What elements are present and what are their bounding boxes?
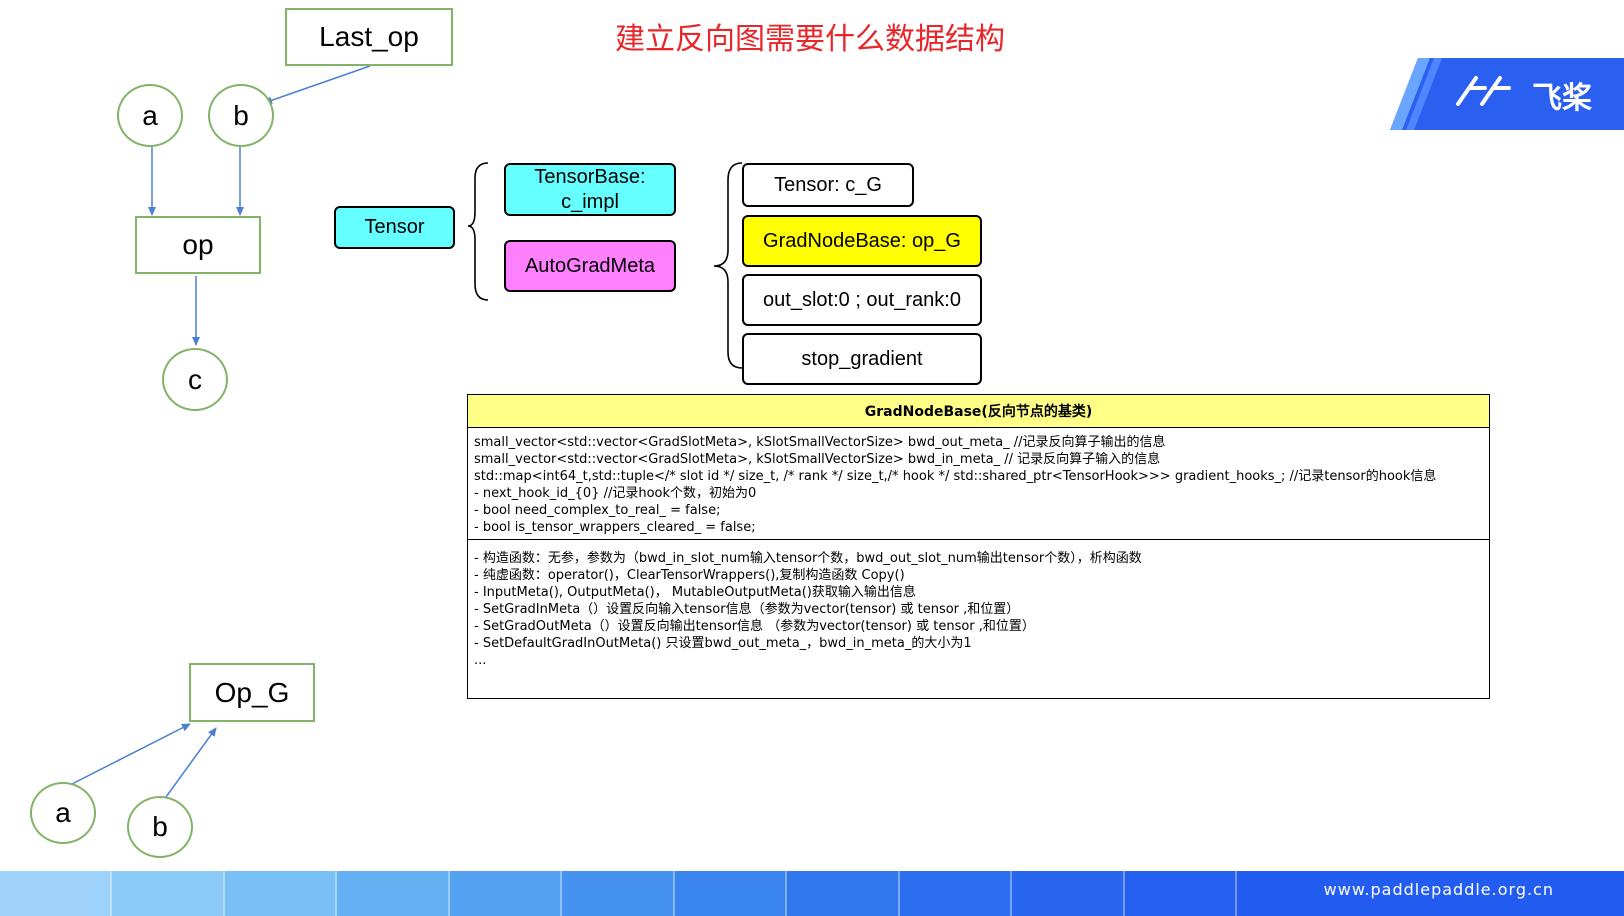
footer-segment <box>899 871 1013 916</box>
tensor-box: Tensor <box>334 206 455 249</box>
method-line: - 纯虚函数：operator()，ClearTensorWrappers(),… <box>474 568 905 583</box>
footer-band <box>0 871 1624 916</box>
class-header: GradNodeBase(反向节点的基类) <box>468 395 1489 428</box>
footer-segment <box>1124 871 1238 916</box>
tensor-base-box: TensorBase: c_impl <box>504 163 676 216</box>
member-line: - next_hook_id_{0} //记录hook个数，初始为0 <box>474 486 757 501</box>
field-stop-gradient-label: stop_gradient <box>801 347 923 370</box>
method-line: - 构造函数：无参，参数为（bwd_in_slot_num输入tensor个数，… <box>474 551 1142 566</box>
node-b-bottom-label: b <box>152 811 168 842</box>
footer-segment <box>562 871 675 916</box>
autograd-meta-label: AutoGradMeta <box>524 254 656 277</box>
method-line: ... <box>474 653 487 668</box>
paddle-logo-icon <box>1390 58 1624 130</box>
field-grad-node-label: GradNodeBase: op_G <box>763 229 961 252</box>
field-slot-rank: out_slot:0 ; out_rank:0 <box>742 274 982 326</box>
edge-b-opg <box>165 727 217 798</box>
footer-url: www.paddlepaddle.org.cn <box>1323 880 1554 899</box>
node-a-bottom: a <box>30 782 96 844</box>
footer-segment <box>674 871 788 916</box>
node-a-label: a <box>142 99 158 131</box>
class-members: small_vector<std::vector<GradSlotMeta>, … <box>468 428 1489 540</box>
field-grad-node: GradNodeBase: op_G <box>742 215 982 267</box>
member-line: - bool is_tensor_wrappers_cleared_ = fal… <box>474 520 756 535</box>
autograd-meta-box: AutoGradMeta <box>504 240 676 292</box>
node-op: op <box>135 216 261 274</box>
slide-title: 建立反向图需要什么数据结构 <box>615 22 1005 57</box>
class-methods: - 构造函数：无参，参数为（bwd_in_slot_num输入tensor个数，… <box>468 540 1489 675</box>
footer-segment <box>1237 871 1624 916</box>
footer-segment <box>112 871 225 916</box>
member-line: std::map<int64_t,std::tuple</* slot id *… <box>474 469 1437 484</box>
brace-meta <box>713 162 743 369</box>
footer-segment <box>787 871 900 916</box>
member-line: small_vector<std::vector<GradSlotMeta>, … <box>474 452 1161 467</box>
member-line: small_vector<std::vector<GradSlotMeta>, … <box>474 435 1166 450</box>
field-slot-rank-label: out_slot:0 ; out_rank:0 <box>763 288 961 311</box>
gradnodebase-class-box: GradNodeBase(反向节点的基类) small_vector<std::… <box>467 394 1490 699</box>
paddle-logo: 飞桨 <box>1390 58 1624 130</box>
brace-tensor <box>467 162 489 301</box>
field-stop-gradient: stop_gradient <box>742 333 982 385</box>
field-tensor-cg-label: Tensor: c_G <box>774 173 882 196</box>
tensor-label: Tensor <box>364 216 425 238</box>
tensor-base-line1: TensorBase: <box>534 165 646 188</box>
footer-segment <box>0 871 113 916</box>
member-line: - bool need_complex_to_real_ = false; <box>474 503 721 518</box>
node-b-label: b <box>233 99 249 131</box>
node-last-op: Last_op <box>285 8 453 66</box>
footer-segment <box>1012 871 1125 916</box>
node-a: a <box>117 84 183 147</box>
method-line: - SetGradInMeta（）设置反向输入tensor信息（参数为vecto… <box>474 602 1020 617</box>
node-op-label: op <box>182 229 214 260</box>
method-line: - InputMeta(), OutputMeta()， MutableOutp… <box>474 585 916 600</box>
node-c-label: c <box>188 363 202 395</box>
footer-segment <box>337 871 450 916</box>
method-line: - SetDefaultGradInOutMeta() 只设置bwd_out_m… <box>474 636 972 651</box>
node-op-g-label: Op_G <box>214 676 290 708</box>
edge-lastop-b <box>263 65 371 105</box>
node-op-g: Op_G <box>189 663 315 722</box>
node-b-bottom: b <box>127 796 193 858</box>
edge-a-opg <box>65 723 191 788</box>
field-tensor-cg: Tensor: c_G <box>742 163 914 207</box>
footer-segment <box>224 871 338 916</box>
node-c: c <box>162 348 228 411</box>
tensor-base-line2: c_impl <box>561 190 619 213</box>
node-last-op-label: Last_op <box>319 21 419 52</box>
method-line: - SetGradOutMeta（）设置反向输出tensor信息 （参数为vec… <box>474 619 1035 634</box>
node-b: b <box>208 84 274 147</box>
node-a-bottom-label: a <box>55 797 71 828</box>
logo-text: 飞桨 <box>1532 81 1592 116</box>
footer-segment <box>449 871 563 916</box>
